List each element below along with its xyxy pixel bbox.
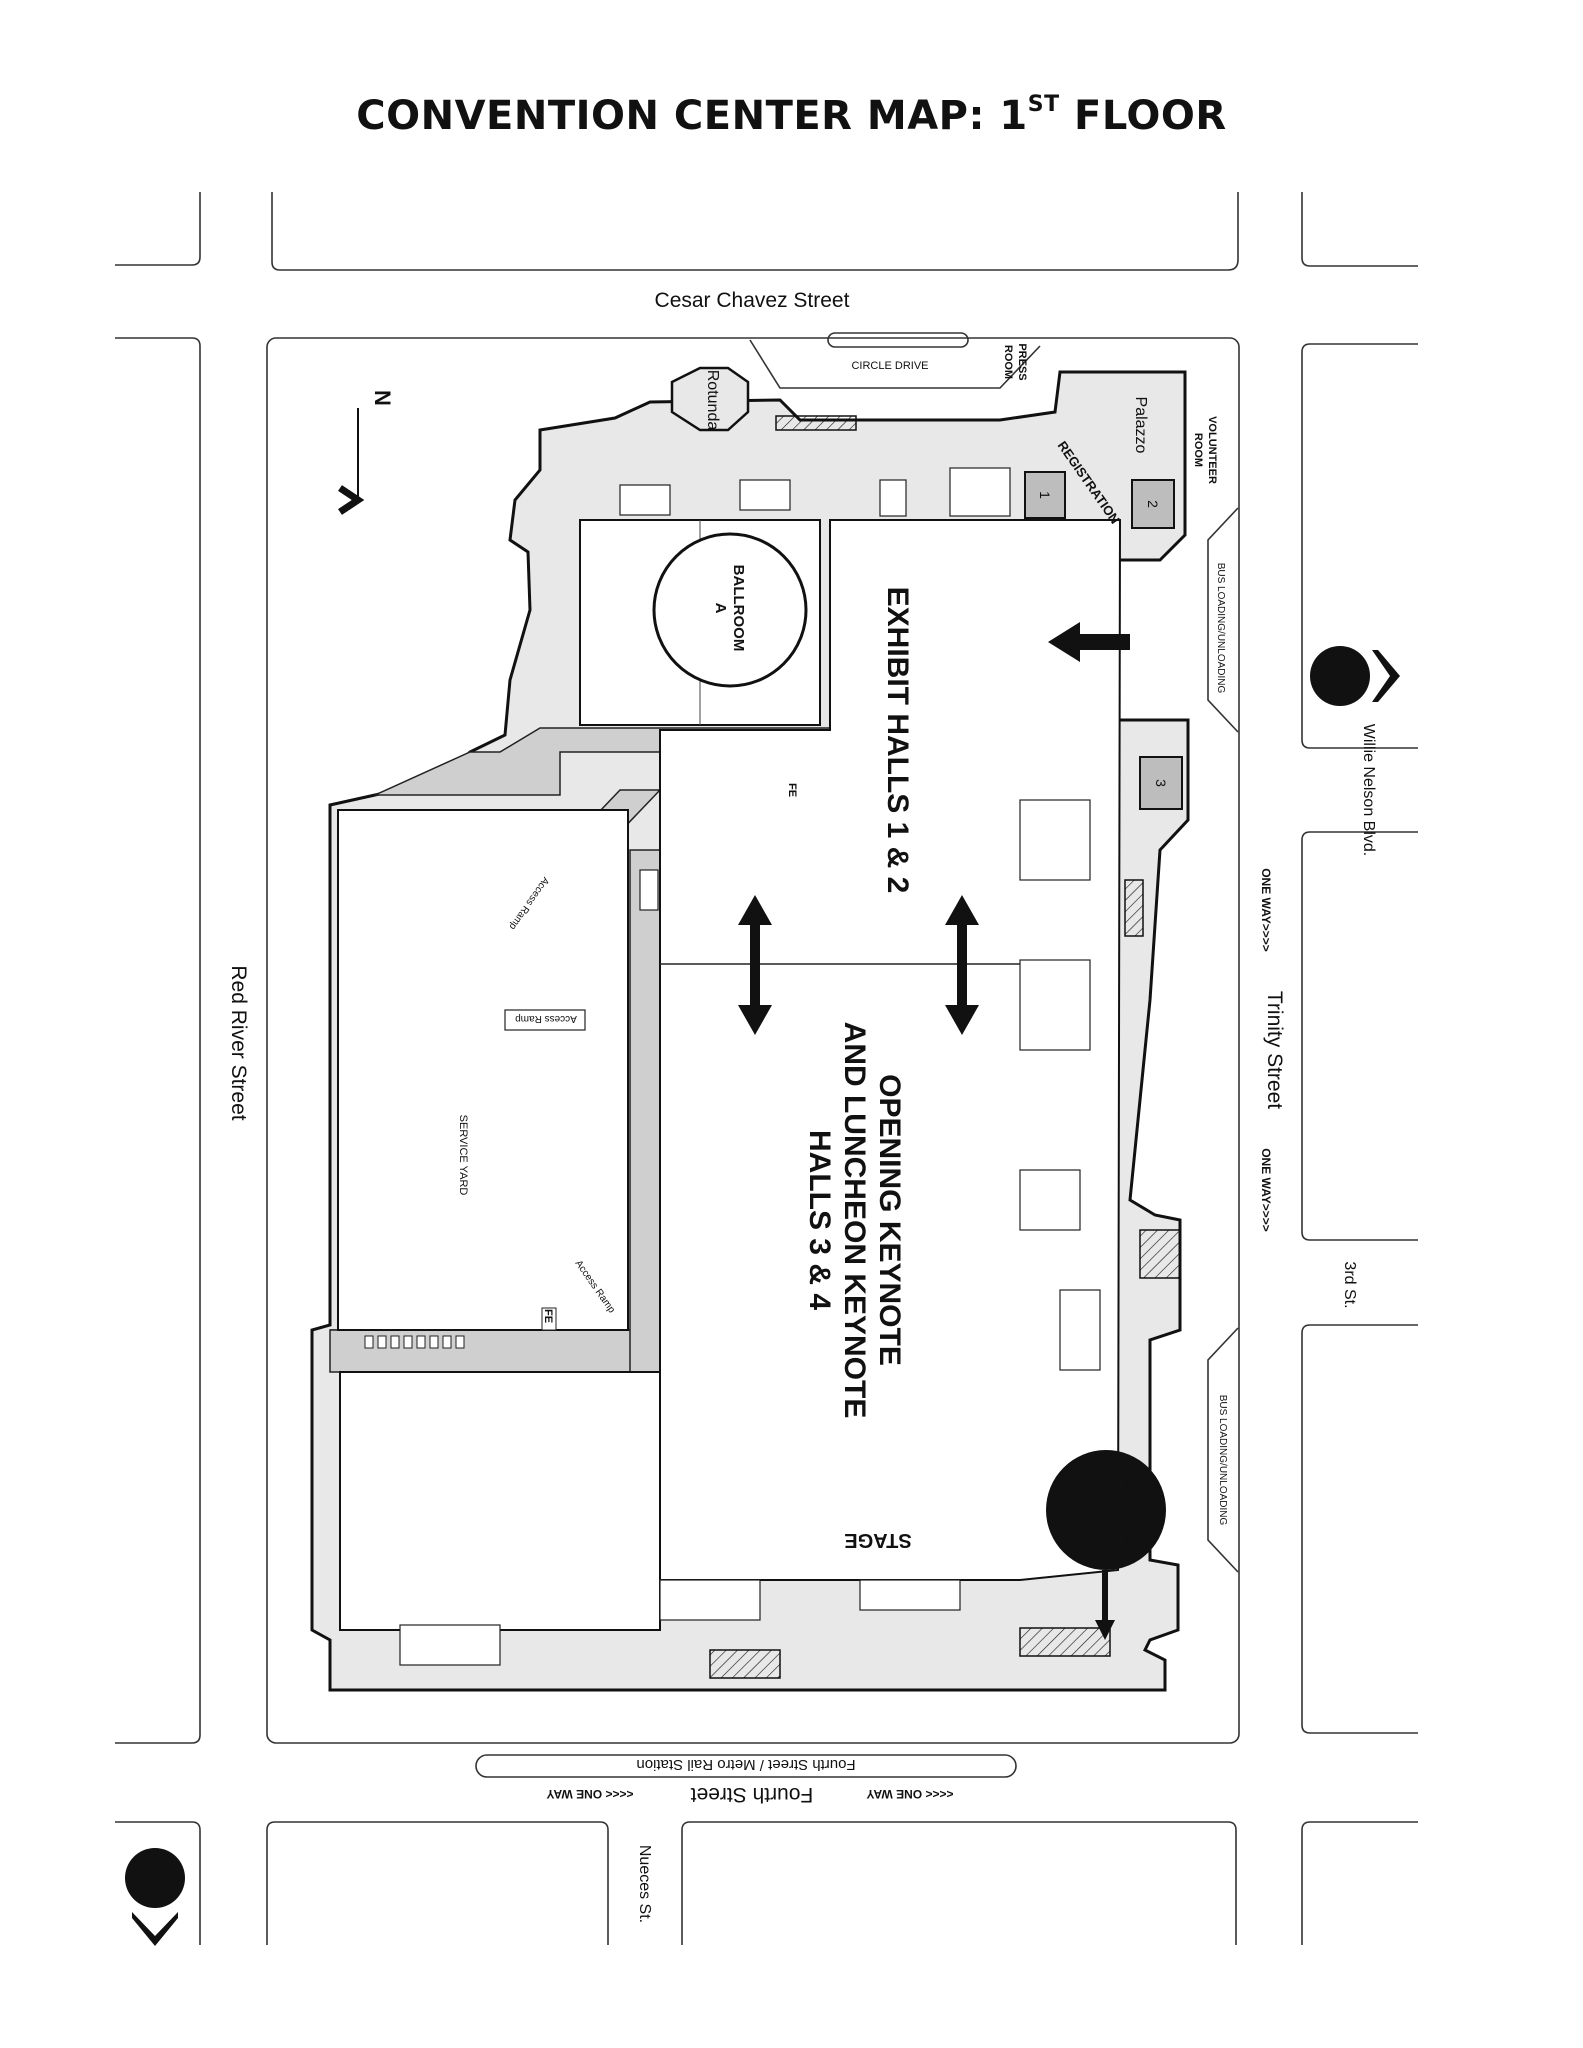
bus-lane-north [1207, 507, 1239, 733]
rotunda-label: Rotunda [704, 370, 721, 431]
svg-text:ESCALATORS: ESCALATORS [1121, 1473, 1133, 1548]
block-east-2 [1301, 831, 1418, 1241]
room-1 [1024, 471, 1066, 519]
southwest-hall [339, 1371, 661, 1631]
exhibit-halls-label: EXHIBIT HALLS 1 & 2 [881, 587, 914, 894]
stage-label: STAGE [844, 1529, 911, 1551]
map-title: CONVENTION CENTER MAP: 1ST FLOOR [356, 92, 1227, 139]
block-south-2 [681, 1821, 1237, 1945]
room-2 [1131, 479, 1175, 529]
north-arrow: N [338, 390, 395, 515]
ballroom-a-label: BALLROOM A [712, 565, 747, 652]
svg-text:OPENING KEYNOTE: OPENING KEYNOTE [873, 1074, 906, 1366]
bus-lanes [475, 332, 1239, 1778]
block-west [115, 337, 201, 1744]
city-blocks [115, 192, 1418, 1945]
double-arrow-east [945, 895, 979, 1035]
svg-text:ROOM: ROOM [1002, 345, 1014, 379]
entrance-arrow [1048, 622, 1130, 662]
svg-text:P: P [135, 1867, 173, 1890]
metro-rail-station [475, 1754, 1017, 1778]
service-rooms [399, 467, 1101, 1666]
room-1-label: 1 [1037, 491, 1053, 499]
svg-text:PRESS: PRESS [1016, 343, 1028, 380]
street-cesar-chavez: Cesar Chavez Street [655, 289, 850, 312]
escalator-south [709, 1649, 781, 1679]
block-east-1 [1301, 343, 1418, 749]
block-ne [1301, 192, 1418, 267]
metro-station-label: Fourth Street / Metro Rail Station [636, 1756, 855, 1773]
one-way-south-1: <<<< ONE WAY [547, 1787, 634, 1801]
escalator-arrow [1095, 1570, 1115, 1640]
circle-drive-label: CIRCLE DRIVE [851, 360, 928, 372]
one-way-south-2: <<<< ONE WAY [867, 1787, 954, 1801]
parking-icon-southwest: P [125, 1848, 185, 1946]
fe-box [541, 1307, 557, 1331]
one-way-east-2: ONE WAY>>>> [1259, 1148, 1273, 1232]
street-fourth: Fourth Street [691, 1783, 814, 1806]
escalator-east [1124, 879, 1144, 937]
stair-east [1139, 1229, 1181, 1279]
loading-docks [364, 1307, 557, 1349]
bus-loading-north: BUS LOADING/UNLOADING [1215, 563, 1226, 694]
svg-text:HALLS 3 & 4: HALLS 3 & 4 [803, 1130, 836, 1310]
access-ramp-label-2: Access Ramp [515, 1013, 577, 1024]
fe-label-1: FE [786, 783, 798, 797]
service-yard-area [337, 809, 629, 1331]
block-nw [115, 192, 201, 266]
block-se [1301, 1821, 1418, 1945]
svg-text:N: N [370, 390, 395, 406]
block-east-3 [1301, 1324, 1418, 1734]
numbered-rooms [1024, 471, 1183, 810]
block-north [271, 192, 1239, 271]
circle-drive-curb [749, 339, 1041, 389]
parking-icon-east: P [1310, 646, 1400, 706]
north-chevron-icon [338, 485, 365, 515]
svg-text:A: A [712, 603, 729, 614]
palazzo-label: Palazzo [1132, 397, 1149, 454]
press-room-label: PRESS ROOM [1002, 343, 1028, 380]
svg-text:TO THE: TO THE [1105, 1490, 1117, 1530]
fe-label-2: FE [542, 1309, 554, 1323]
escalator-north [775, 415, 857, 431]
street-3rd: 3rd St. [1341, 1261, 1358, 1308]
rotunda-shape [670, 366, 750, 432]
street-trinity: Trinity Street [1263, 991, 1286, 1109]
svg-text:P: P [1320, 665, 1358, 688]
svg-text:BALLROOM: BALLROOM [730, 565, 747, 652]
svg-text:ROOM: ROOM [1192, 433, 1204, 467]
volunteer-room-label: VOLUNTEER ROOM [1192, 416, 1218, 484]
room-3-label: 3 [1153, 779, 1169, 787]
escalators-badge [1046, 1450, 1166, 1570]
block-south-1 [266, 1821, 609, 1945]
room-2-label: 2 [1145, 500, 1161, 508]
ballroom-circle [652, 532, 808, 688]
street-red-river: Red River Street [227, 965, 250, 1120]
convention-center-block [266, 337, 1240, 1744]
svg-text:VOLUNTEER: VOLUNTEER [1206, 416, 1218, 484]
svg-text:AND LUNCHEON KEYNOTE: AND LUNCHEON KEYNOTE [838, 1022, 871, 1419]
block-sw [115, 1821, 201, 1945]
keynote-halls-label: OPENING KEYNOTE AND LUNCHEON KEYNOTE HAL… [803, 1022, 906, 1419]
escalator-blocks [709, 415, 1181, 1679]
one-way-east-1: ONE WAY>>>> [1259, 868, 1273, 952]
double-arrow-west [738, 895, 772, 1035]
service-yard-label: SERVICE YARD [457, 1115, 469, 1196]
west-service-corridor [629, 849, 661, 1373]
room-3 [1139, 756, 1183, 810]
direction-arrows [738, 622, 1130, 1640]
bus-lane-south [1207, 1327, 1239, 1573]
escalator-southeast [1019, 1627, 1111, 1657]
circle-drive-island [827, 332, 969, 348]
street-nueces: Nueces St. [636, 1845, 653, 1923]
escalators-text: ESCALATORS TO THE 4TH FLOOR [1089, 1473, 1133, 1548]
street-willie-nelson: Willie Nelson Blvd. [1360, 724, 1377, 856]
bus-loading-south: BUS LOADING/UNLOADING [1217, 1395, 1228, 1526]
svg-text:4TH FLOOR: 4TH FLOOR [1089, 1479, 1101, 1541]
